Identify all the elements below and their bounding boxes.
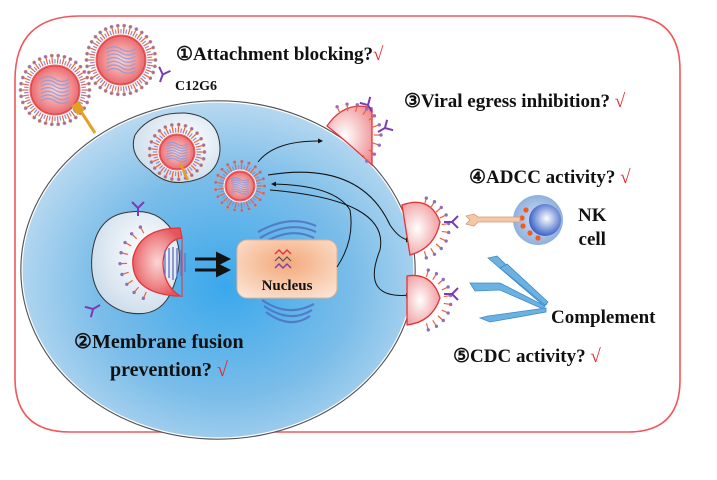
mechanism-4-number: ④	[469, 167, 486, 188]
nucleus: Nucleus	[237, 240, 337, 298]
mechanism-4-check: √	[620, 167, 630, 188]
antibody-adcc	[444, 216, 458, 228]
mechanism-2-number: ②	[74, 331, 92, 353]
mechanism-2-check: √	[217, 359, 228, 381]
mechanism-5-text: CDC activity?	[470, 346, 586, 367]
mechanism-4-text: ADCC activity?	[486, 167, 615, 188]
nucleus-label: Nucleus	[262, 278, 313, 294]
antibody-label: C12G6	[175, 79, 217, 95]
complement-label: Complement	[551, 307, 655, 329]
antibody-cdc	[444, 288, 458, 300]
mechanism-5-check: √	[590, 346, 600, 367]
mechanism-2-text-line2: prevention?	[110, 359, 212, 381]
virus-free-1	[19, 54, 91, 126]
mechanism-3-number: ③	[404, 91, 421, 112]
complement-c1q	[470, 256, 548, 322]
mechanism-1-label: ①Attachment blocking?√	[176, 43, 383, 66]
mechanism-2-label: ②Membrane fusion prevention? √	[74, 328, 244, 384]
fc-receptor	[466, 214, 520, 226]
mechanism-5-label: ⑤CDC activity? √	[453, 345, 601, 368]
antibody-c12g6	[154, 67, 170, 84]
virus-free-2	[85, 24, 157, 96]
nk-cell	[513, 195, 563, 245]
mechanism-3-check: √	[615, 91, 625, 112]
mechanism-4-label: ④ADCC activity? √	[469, 166, 631, 189]
mechanism-3-text: Viral egress inhibition?	[421, 91, 610, 112]
mechanism-5-number: ⑤	[453, 346, 470, 367]
mechanism-3-label: ③Viral egress inhibition? √	[404, 90, 625, 113]
nk-cell-label: NK cell	[578, 204, 607, 252]
mechanism-2-text-line1: Membrane fusion	[92, 331, 244, 353]
mechanism-1-text: Attachment blocking?	[193, 44, 373, 65]
nk-label-line2: cell	[578, 228, 607, 252]
mechanism-1-check: √	[373, 44, 383, 65]
budding-virion-3	[407, 275, 440, 325]
nk-label-line1: NK	[578, 204, 607, 228]
mechanism-1-number: ①	[176, 44, 193, 65]
